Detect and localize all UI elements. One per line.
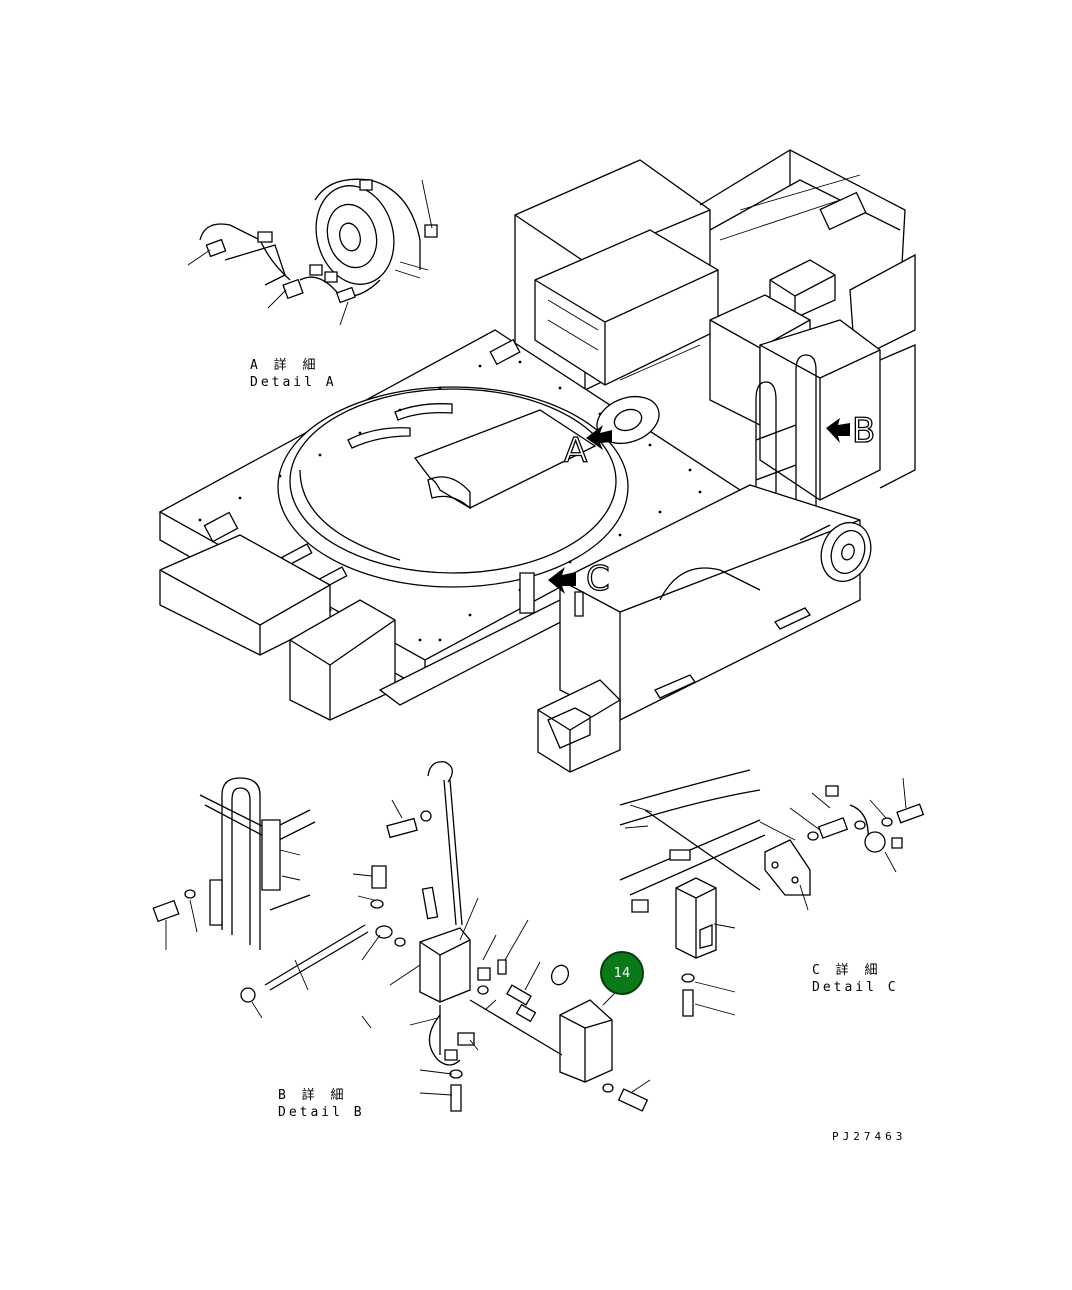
view-letter-a: A [563,431,588,471]
detail-b-title-en: Detail B [278,1105,365,1120]
detail-c-title-jp: C 詳 細 [812,963,882,978]
part-callout-14[interactable]: 14 [600,951,644,995]
detail-c-drawing [620,770,923,1016]
view-letter-c: C [585,559,610,599]
detail-a-title-jp: A 詳 細 [250,358,320,373]
view-arrow-b-icon [826,418,850,443]
detail-c-title-en: Detail C [812,980,899,995]
main-assembly-view [160,150,915,772]
detail-a-drawing [188,177,437,325]
detail-b-title-jp: B 詳 細 [278,1088,348,1103]
view-arrow-a-icon [586,425,612,450]
part-callout-number: 14 [613,966,631,981]
detail-b-drawing [153,762,650,1111]
view-arrow-c-icon [548,567,576,594]
view-letter-b: B [851,411,876,451]
detail-a-title-en: Detail A [250,375,337,390]
drawing-number: PJ27463 [832,1130,907,1143]
